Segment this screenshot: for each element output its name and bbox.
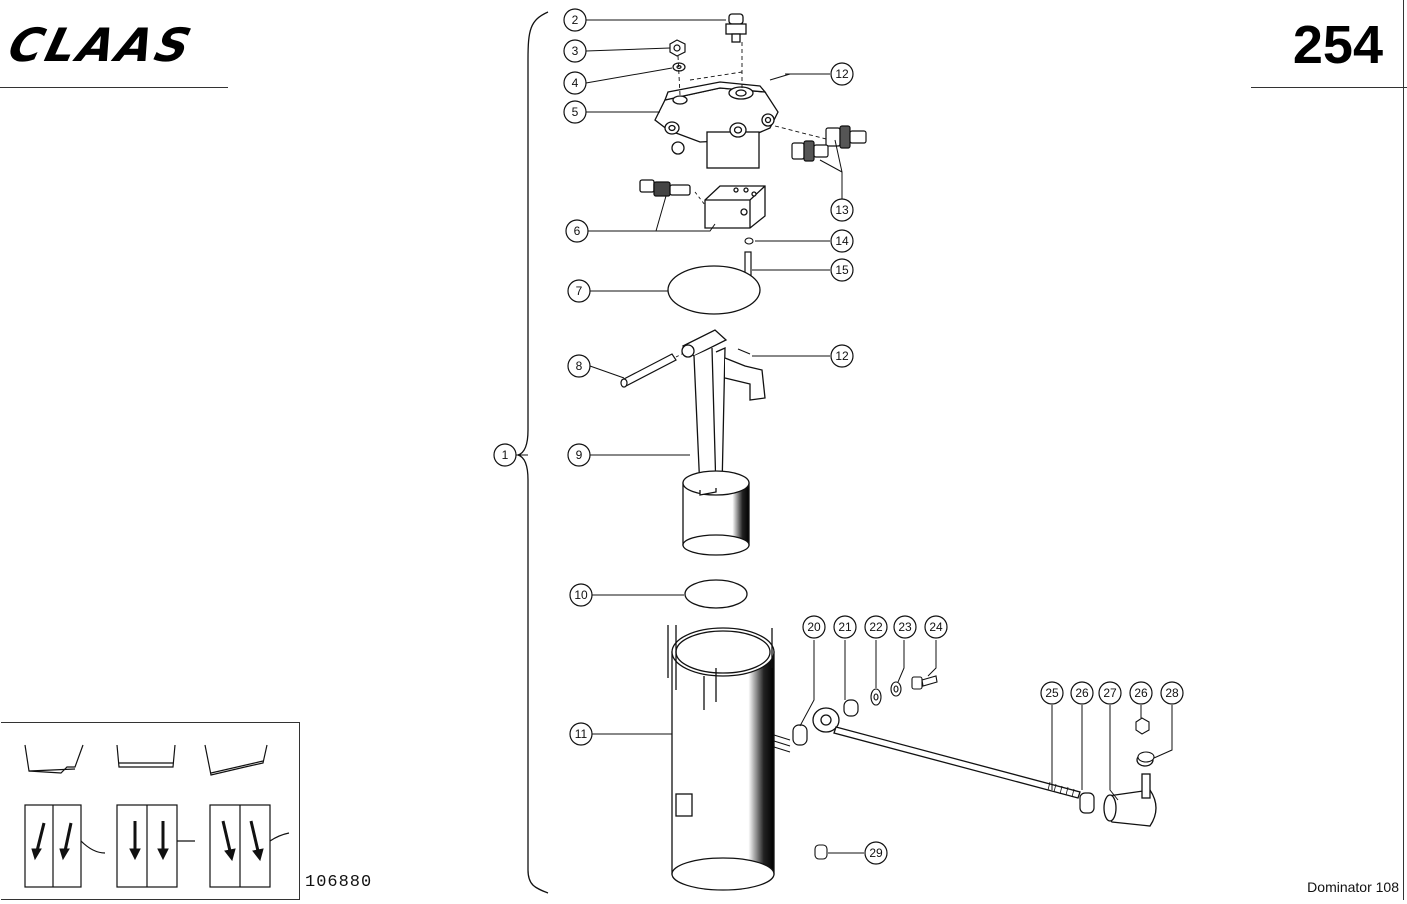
callout-12-top: 12 [835, 67, 849, 81]
washer-set-part [870, 681, 902, 706]
header-profile-icons [24, 744, 268, 776]
drawing-number: 106880 [305, 873, 373, 892]
callout-27: 27 [1103, 686, 1117, 700]
callout-12-mid: 12 [835, 349, 849, 363]
header-rule-right [1251, 87, 1407, 88]
callout-28: 28 [1165, 686, 1179, 700]
callout-29: 29 [869, 846, 883, 860]
nut-part [669, 39, 686, 57]
page-number: 254 [1292, 15, 1383, 75]
callout-7: 7 [576, 284, 583, 298]
plug-part [814, 844, 828, 860]
orientation-inset [1, 722, 300, 900]
ball-joint-part [1103, 753, 1157, 827]
callout-circles [493, 8, 1184, 865]
callout-10: 10 [574, 588, 588, 602]
callout-9: 9 [576, 448, 583, 462]
bushing-part [792, 699, 859, 746]
callout-21: 21 [838, 620, 852, 634]
callout-22: 22 [869, 620, 883, 634]
callout-25: 25 [1045, 686, 1059, 700]
callout-23: 23 [898, 620, 912, 634]
assembly-bracket [515, 11, 549, 894]
callout-2: 2 [572, 13, 579, 27]
header-rule-left [0, 87, 228, 88]
callout-1: 1 [502, 448, 509, 462]
small-washer-part [744, 237, 754, 245]
grease-nipple-part [725, 13, 747, 43]
callout-5: 5 [572, 105, 579, 119]
arrow-icons [31, 820, 264, 862]
valve-head-part [654, 81, 779, 169]
valve-block-part [639, 179, 766, 229]
seal-ring-part [667, 265, 761, 315]
small-washer-28-part [1137, 751, 1155, 763]
callout-11: 11 [575, 727, 588, 741]
housing-part [667, 625, 775, 891]
inset-drawing [24, 744, 290, 888]
washer-part [672, 62, 686, 72]
tie-rod-part [812, 707, 1081, 799]
pin-part [620, 353, 677, 388]
float-seal-ring-part [684, 579, 748, 609]
direction-panels [24, 804, 290, 888]
callout-15: 15 [835, 263, 849, 277]
callout-26: 26 [1075, 686, 1089, 700]
model-name: Dominator 108 [1307, 879, 1399, 895]
leader-lines [516, 19, 1173, 854]
rod-thread [1047, 781, 1075, 798]
screw-part [911, 675, 938, 690]
housing-fins [773, 734, 791, 753]
callout-14: 14 [835, 234, 849, 248]
small-nut-part [1135, 717, 1150, 735]
page-edge-line [1403, 0, 1404, 900]
callout-24: 24 [929, 620, 943, 634]
callout-20: 20 [807, 620, 821, 634]
float-assembly-part [681, 329, 766, 556]
callout-4: 4 [572, 76, 579, 90]
fitting-part [791, 125, 867, 162]
callout-6: 6 [574, 224, 581, 238]
callout-26-b: 26 [1134, 686, 1148, 700]
callout-3: 3 [572, 44, 579, 58]
lock-nut-part [1079, 792, 1095, 814]
callout-13: 13 [835, 203, 849, 217]
callout-8: 8 [576, 359, 583, 373]
